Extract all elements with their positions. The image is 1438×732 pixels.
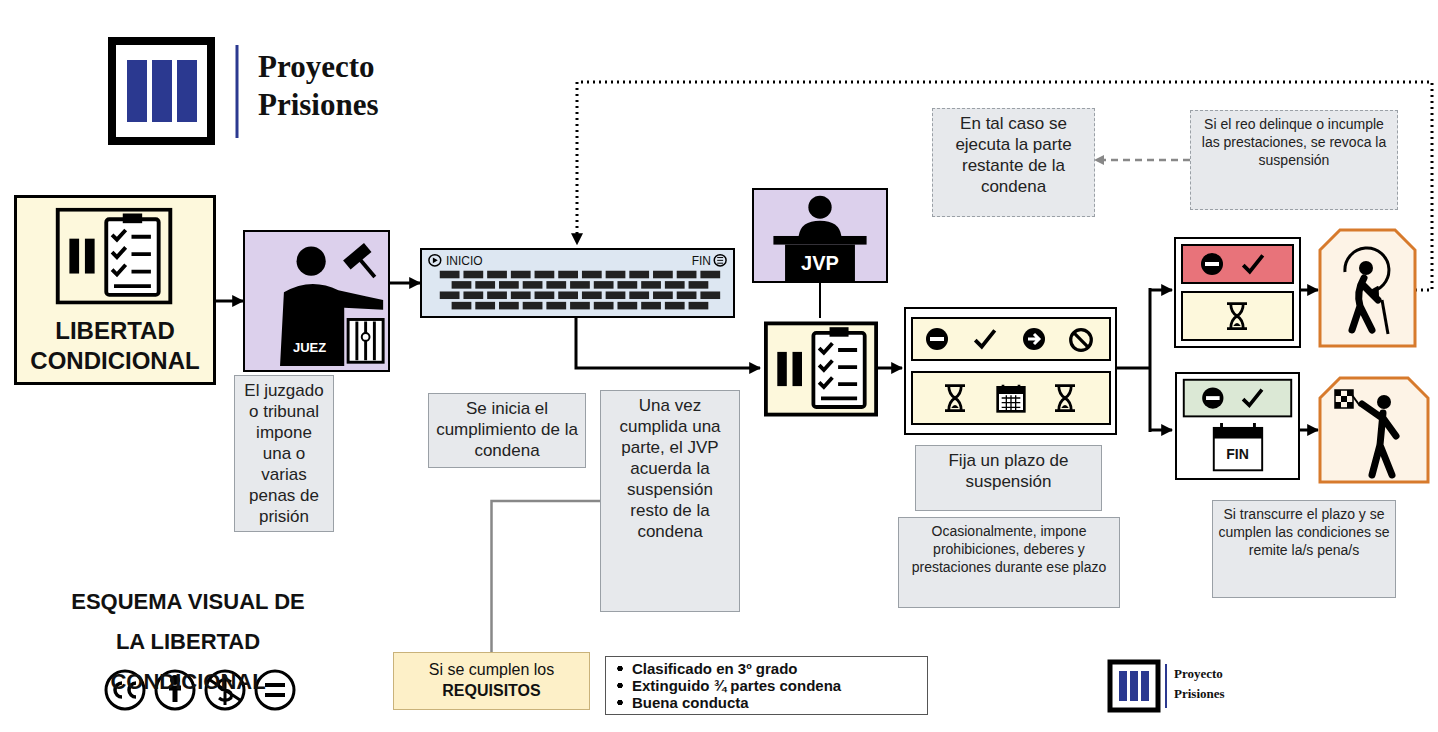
node-text: Buena conducta [616, 694, 917, 711]
caption-box: Se inicia el cumplimiento de la condena [428, 393, 586, 468]
callout-box: En tal caso se ejecuta la parte restante… [932, 108, 1095, 217]
jvp-box: JVP [752, 188, 888, 283]
node-text: Se inicia el cumplimiento de la condena [434, 398, 580, 461]
node-text: En tal caso se ejecuta la parte restante… [938, 113, 1089, 197]
node-text: FIN [1177, 446, 1298, 462]
status-box: LIBERTAD CONDICIONAL [14, 195, 216, 385]
caption-box: Si transcurre el plazo y se cumplen las … [1212, 500, 1396, 598]
caption-box: Una vez cumplida una parte, el JVP acuer… [600, 390, 740, 612]
node-text: Si se cumplen los [400, 659, 583, 680]
result-box: FIN [1175, 372, 1300, 480]
node-text: JUEZ [245, 232, 388, 355]
node-text: Extinguido ¾ partes condena [616, 677, 917, 694]
requirements-list: Clasificado en 3º gradoExtinguido ¾ part… [605, 656, 928, 715]
connector [1095, 159, 1190, 162]
connector [216, 300, 243, 303]
connector [390, 282, 420, 285]
requirements-box: Si se cumplen losREQUISITOS [393, 652, 590, 710]
node-text: El juzgado o tribunal impone una o varia… [240, 380, 328, 527]
node-text: INICIO [446, 254, 483, 268]
callout-box: Si el reo delinque o incumple las presta… [1190, 110, 1398, 210]
caption-box: Ocasionalmente, impone prohibiciones, de… [898, 517, 1120, 608]
caption-box: El juzgado o tribunal impone una o varia… [234, 375, 334, 532]
node-text: FIN [692, 254, 711, 268]
node-text: Fija un plazo de suspensión [921, 450, 1096, 492]
node-text: LIBERTAD CONDICIONAL [21, 316, 209, 376]
logo-text: Proyecto Prisiones [258, 48, 428, 124]
node-text: Ocasionalmente, impone prohibiciones, de… [904, 522, 1114, 576]
sentence-bar: INICIO FIN [420, 248, 735, 318]
judge-box: JUEZ [243, 230, 390, 372]
node-text: Si el reo delinque o incumple las presta… [1196, 115, 1392, 169]
node-text: JVP [754, 190, 886, 275]
node-text: REQUISITOS [400, 680, 583, 701]
node-text: Clasificado en 3º grado [616, 660, 917, 677]
caption-box: Fija un plazo de suspensión [915, 445, 1102, 511]
diagram-title: ESQUEMA VISUAL DE LA LIBERTAD CONDICIONA… [68, 582, 308, 702]
logo-text: Proyecto Prisiones [1174, 664, 1264, 704]
node-text: Una vez cumplida una parte, el JVP acuer… [606, 395, 734, 542]
node-text: Si transcurre el plazo y se cumplen las … [1218, 505, 1390, 559]
connector [492, 501, 601, 652]
